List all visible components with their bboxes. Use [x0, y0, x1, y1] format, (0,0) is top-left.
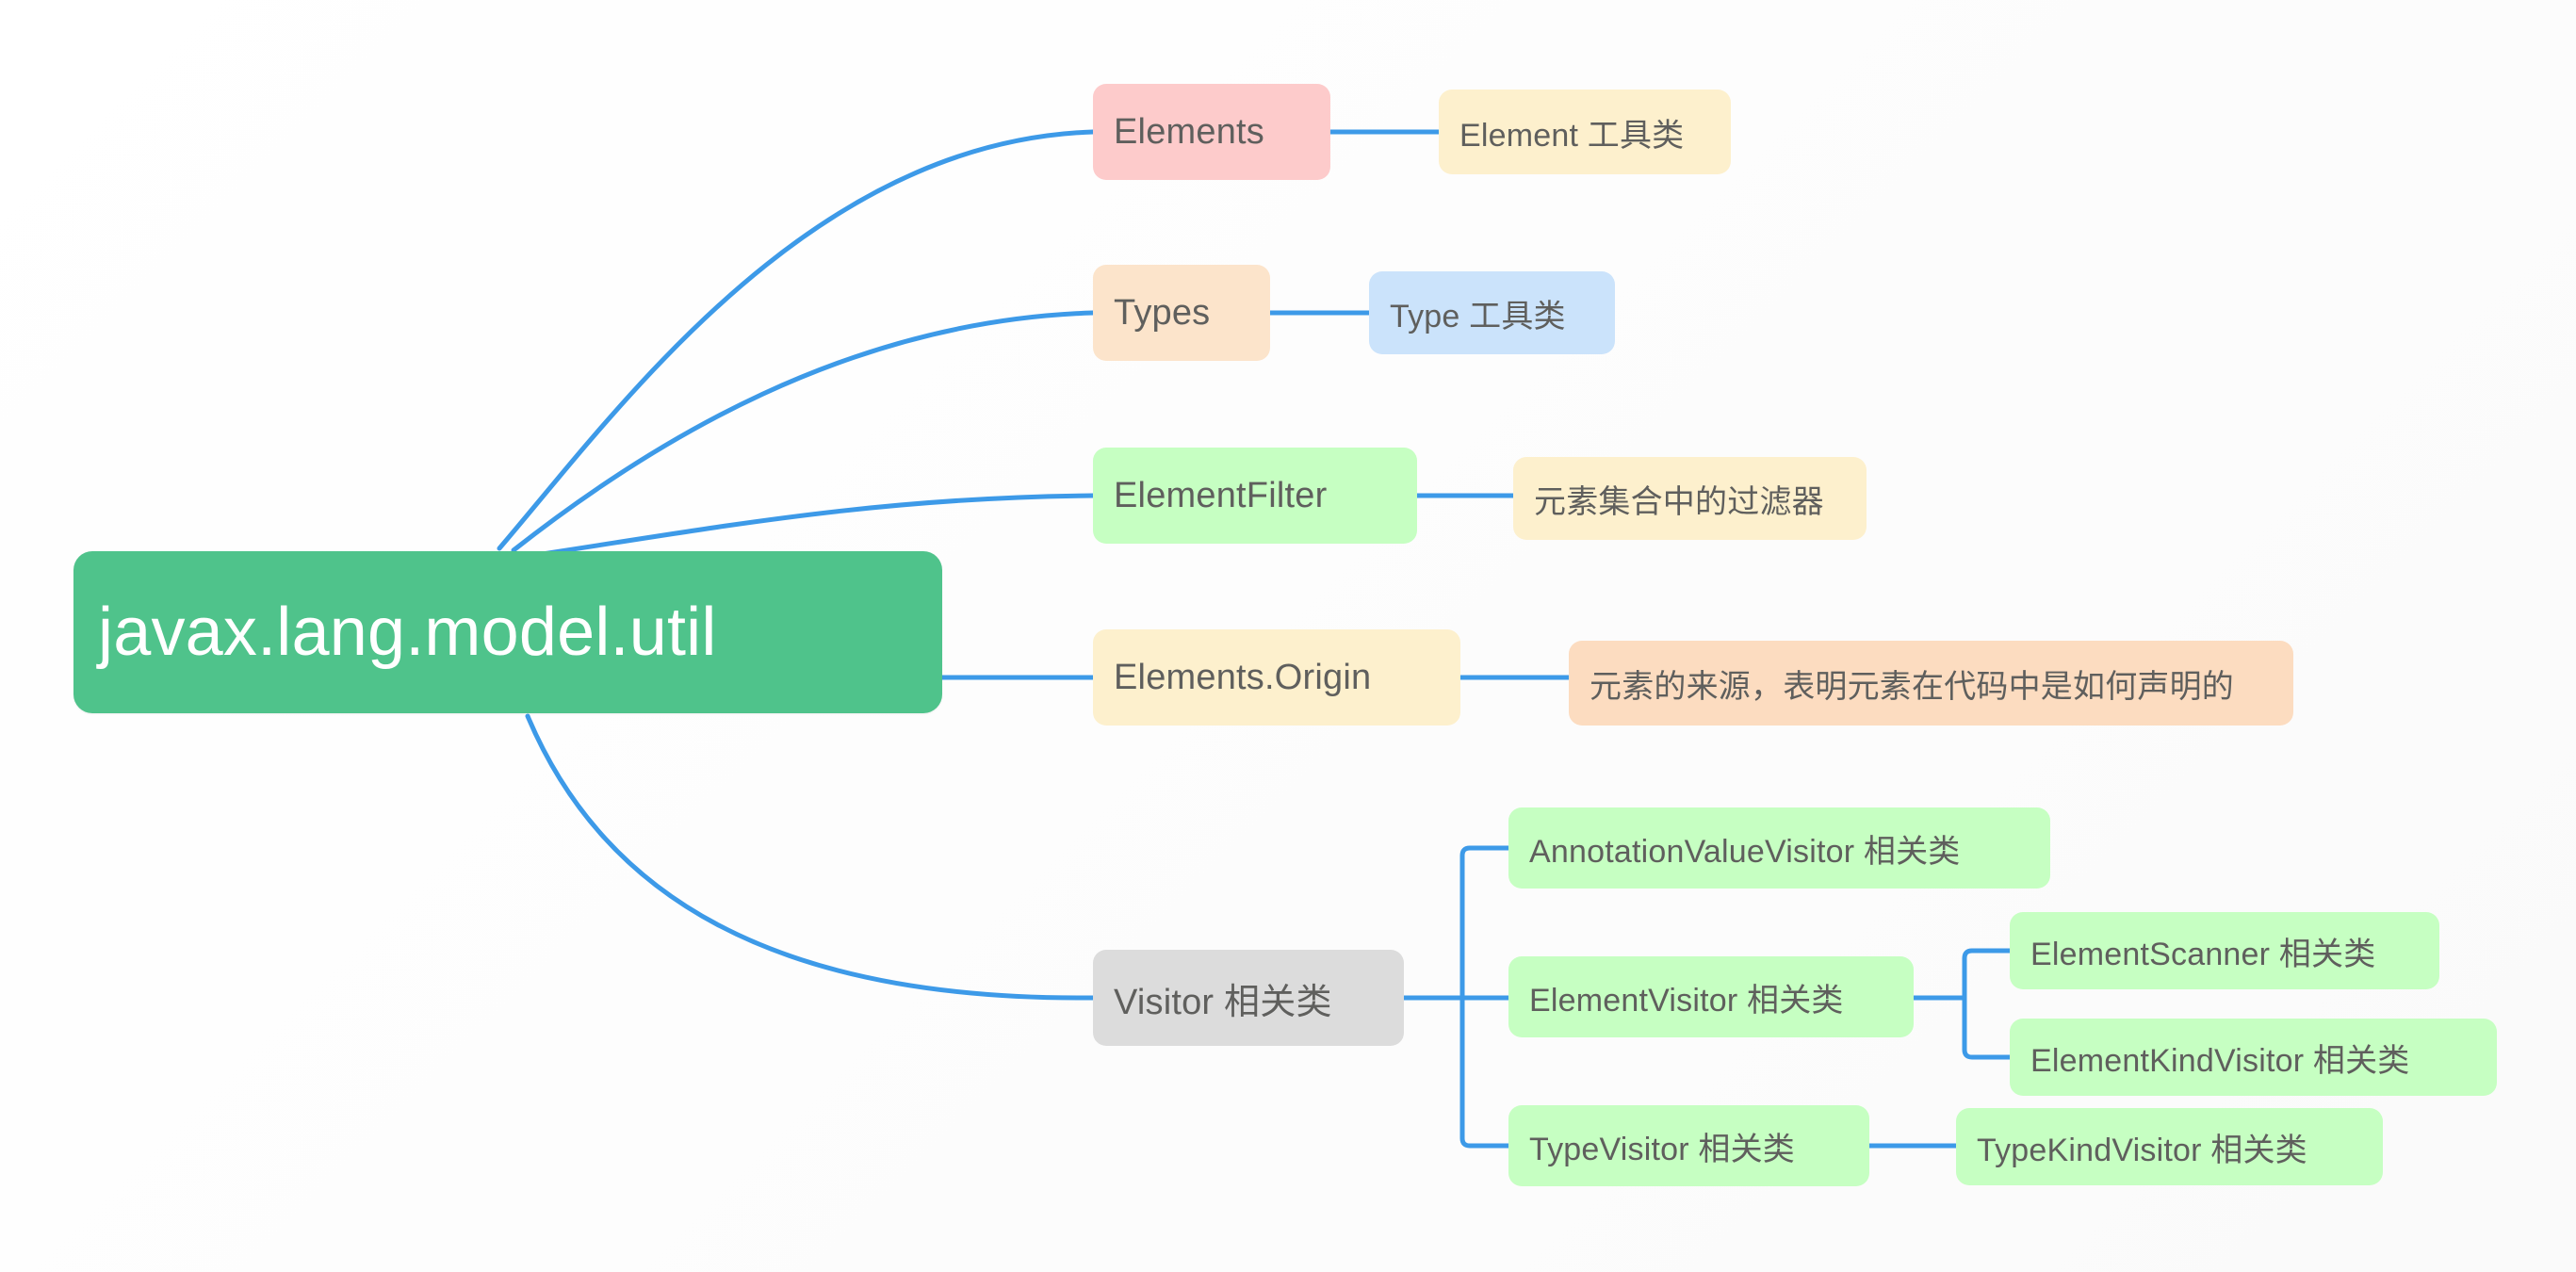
node-elements-origin-label: Elements.Origin — [1114, 657, 1372, 697]
node-elements-origin[interactable]: Elements.Origin — [1093, 629, 1460, 726]
link-elementvisitor-elementkindvisitor — [1962, 995, 2013, 1060]
node-typevisitor-label: TypeVisitor 相关类 — [1529, 1131, 1796, 1167]
link-root-types — [511, 310, 1096, 553]
link-visitor-typevisitor — [1459, 995, 1511, 1149]
node-elementvisitor[interactable]: ElementVisitor 相关类 — [1508, 956, 1914, 1037]
root-label: javax.lang.model.util — [98, 595, 717, 670]
node-elementfilter-desc[interactable]: 元素集合中的过滤器 — [1513, 457, 1867, 540]
link-root-visitor — [525, 713, 1096, 1001]
node-types[interactable]: Types — [1093, 265, 1270, 361]
node-elementkindvisitor-label: ElementKindVisitor 相关类 — [2030, 1042, 2410, 1079]
node-element-tool-desc-label: Element 工具类 — [1459, 117, 1685, 154]
node-visitor[interactable]: Visitor 相关类 — [1093, 950, 1404, 1046]
node-elementkindvisitor[interactable]: ElementKindVisitor 相关类 — [2010, 1019, 2497, 1096]
link-root-elementfilter — [539, 493, 1096, 557]
link-elementvisitor-elementscanner — [1962, 948, 2013, 1001]
node-elementfilter-label: ElementFilter — [1114, 475, 1328, 515]
node-elements-label: Elements — [1114, 111, 1265, 152]
node-element-tool-desc[interactable]: Element 工具类 — [1439, 90, 1731, 174]
node-annotationvaluevisitor[interactable]: AnnotationValueVisitor 相关类 — [1508, 807, 2050, 889]
node-typevisitor[interactable]: TypeVisitor 相关类 — [1508, 1105, 1869, 1186]
link-visitor-annotationvaluevisitor — [1459, 845, 1511, 1001]
link-root-elements — [497, 129, 1096, 551]
node-elementfilter-desc-label: 元素集合中的过滤器 — [1534, 483, 1824, 520]
node-elementscanner[interactable]: ElementScanner 相关类 — [2010, 912, 2439, 989]
node-types-label: Types — [1114, 292, 1211, 333]
node-elementvisitor-label: ElementVisitor 相关类 — [1529, 982, 1844, 1019]
node-elements-origin-desc-label: 元素的来源，表明元素在代码中是如何声明的 — [1590, 668, 2234, 705]
node-elementfilter[interactable]: ElementFilter — [1093, 448, 1417, 544]
node-elements[interactable]: Elements — [1093, 84, 1330, 180]
node-type-tool-desc-label: Type 工具类 — [1390, 298, 1566, 334]
node-type-tool-desc[interactable]: Type 工具类 — [1369, 271, 1615, 354]
node-elements-origin-desc[interactable]: 元素的来源，表明元素在代码中是如何声明的 — [1569, 641, 2293, 726]
mindmap-root-node[interactable]: javax.lang.model.util — [73, 551, 942, 713]
node-typekindvisitor-label: TypeKindVisitor 相关类 — [1977, 1132, 2307, 1168]
node-visitor-label: Visitor 相关类 — [1114, 982, 1332, 1022]
node-annotationvaluevisitor-label: AnnotationValueVisitor 相关类 — [1529, 833, 1961, 870]
node-typekindvisitor[interactable]: TypeKindVisitor 相关类 — [1956, 1108, 2383, 1185]
node-elementscanner-label: ElementScanner 相关类 — [2030, 936, 2376, 972]
